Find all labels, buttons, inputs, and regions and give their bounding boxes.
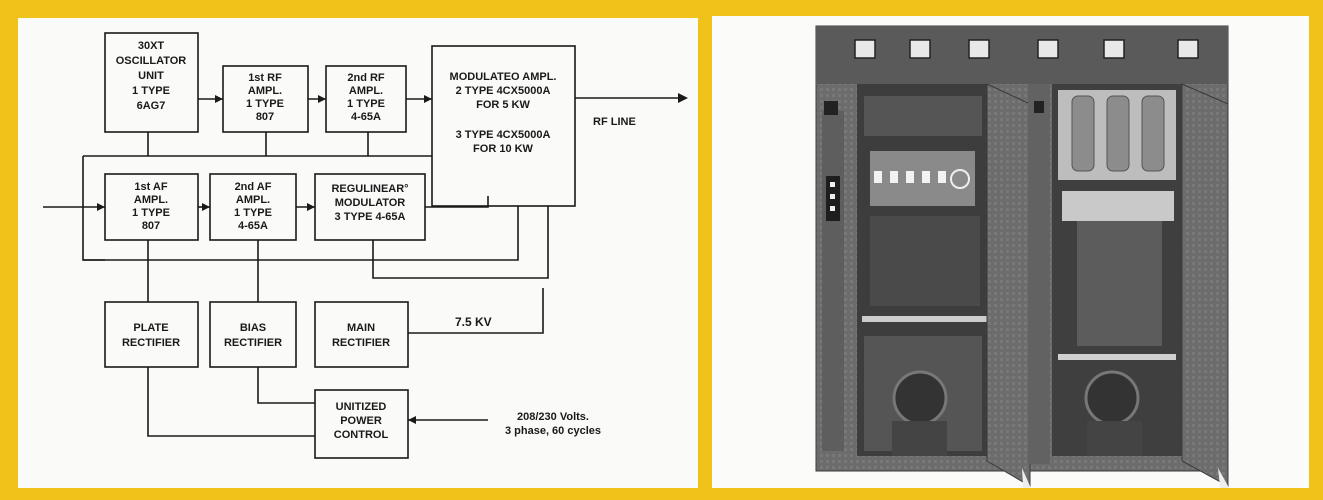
main-rect-box xyxy=(314,301,409,368)
mod-line: MODULATEO AMPL. xyxy=(450,71,557,83)
osc-line: 1 TYPE xyxy=(132,85,170,97)
supply-voltage-label: 208/230 Volts. xyxy=(517,411,589,423)
plate-line: RECTIFIER xyxy=(122,337,180,349)
transformer-right xyxy=(1077,221,1162,346)
af2-line: 1 TYPE xyxy=(234,207,272,219)
rf1-line: 1 TYPE xyxy=(246,98,284,110)
blower-left-icon xyxy=(892,370,948,426)
bias-line: RECTIFIER xyxy=(224,337,282,349)
regu-line: 3 TYPE 4-65A xyxy=(335,211,406,223)
blower-right-icon xyxy=(1084,370,1140,426)
left-door xyxy=(986,83,1031,487)
rf2-line: 4-65A xyxy=(351,111,381,123)
tube-icon xyxy=(1141,95,1165,172)
meter-icon xyxy=(909,39,931,59)
af1-line: 1st AF xyxy=(134,181,167,193)
meter-icon xyxy=(968,39,990,59)
block-diagram-panel: 30XT OSCILLATOR UNIT 1 TYPE 6AG7 1st RF … xyxy=(18,18,698,488)
mod-line: FOR 5 KW xyxy=(476,99,530,111)
af1-line: 807 xyxy=(142,220,160,232)
af2-line: AMPL. xyxy=(236,194,270,206)
regu-line: MODULATOR xyxy=(335,197,406,209)
tube-icon xyxy=(1106,95,1130,172)
meter-icon xyxy=(1177,39,1199,59)
tube-deck-left xyxy=(864,96,982,136)
plate-rect-box xyxy=(104,301,199,368)
af2-line: 4-65A xyxy=(238,220,268,232)
meter-panel xyxy=(816,26,1228,84)
supply-phase-label: 3 phase, 60 cycles xyxy=(505,425,601,437)
osc-line: 30XT xyxy=(138,40,165,52)
osc-line: UNIT xyxy=(138,70,164,82)
unit-line: POWER xyxy=(340,415,382,427)
main-line: MAIN xyxy=(347,322,375,334)
unit-line: CONTROL xyxy=(334,429,389,441)
transmitter-photo-panel xyxy=(712,16,1309,500)
transmitter-photo xyxy=(815,25,1232,500)
af1-line: AMPL. xyxy=(134,194,168,206)
components-left xyxy=(870,216,980,306)
af1-line: 1 TYPE xyxy=(132,207,170,219)
tube-icon xyxy=(1071,95,1095,172)
bias-rect-box xyxy=(209,301,297,368)
meter-icon xyxy=(1103,39,1125,59)
power-control-box xyxy=(314,389,409,459)
block-diagram: 30XT OSCILLATOR UNIT 1 TYPE 6AG7 1st RF … xyxy=(43,32,688,459)
rf1-line: 807 xyxy=(256,111,274,123)
mod-line: FOR 10 KW xyxy=(473,143,534,155)
meter-icon xyxy=(1037,39,1059,59)
kv-label: 7.5 KV xyxy=(455,315,492,329)
af2-line: 2nd AF xyxy=(235,181,272,193)
rf1-line: AMPL. xyxy=(248,85,282,97)
rf2-line: 2nd RF xyxy=(347,72,385,84)
meter-icon xyxy=(854,39,876,59)
rf-line-label: RF LINE xyxy=(593,116,636,128)
bias-line: BIAS xyxy=(240,322,266,334)
rf2-line: 1 TYPE xyxy=(347,98,385,110)
rf1-line: 1st RF xyxy=(248,72,282,84)
regu-line: REGULINEAR° xyxy=(331,183,408,195)
unit-line: UNITIZED xyxy=(336,401,387,413)
main-line: RECTIFIER xyxy=(332,337,390,349)
modulated-ampl-box xyxy=(431,45,576,207)
plate-line: PLATE xyxy=(133,322,168,334)
rf2-line: AMPL. xyxy=(349,85,383,97)
oscillator-box xyxy=(104,32,199,133)
osc-line: 6AG7 xyxy=(137,100,166,112)
mod-line: 2 TYPE 4CX5000A xyxy=(456,85,551,97)
osc-line: OSCILLATOR xyxy=(116,55,187,67)
mod-line: 3 TYPE 4CX5000A xyxy=(456,129,551,141)
right-door xyxy=(1181,83,1229,487)
